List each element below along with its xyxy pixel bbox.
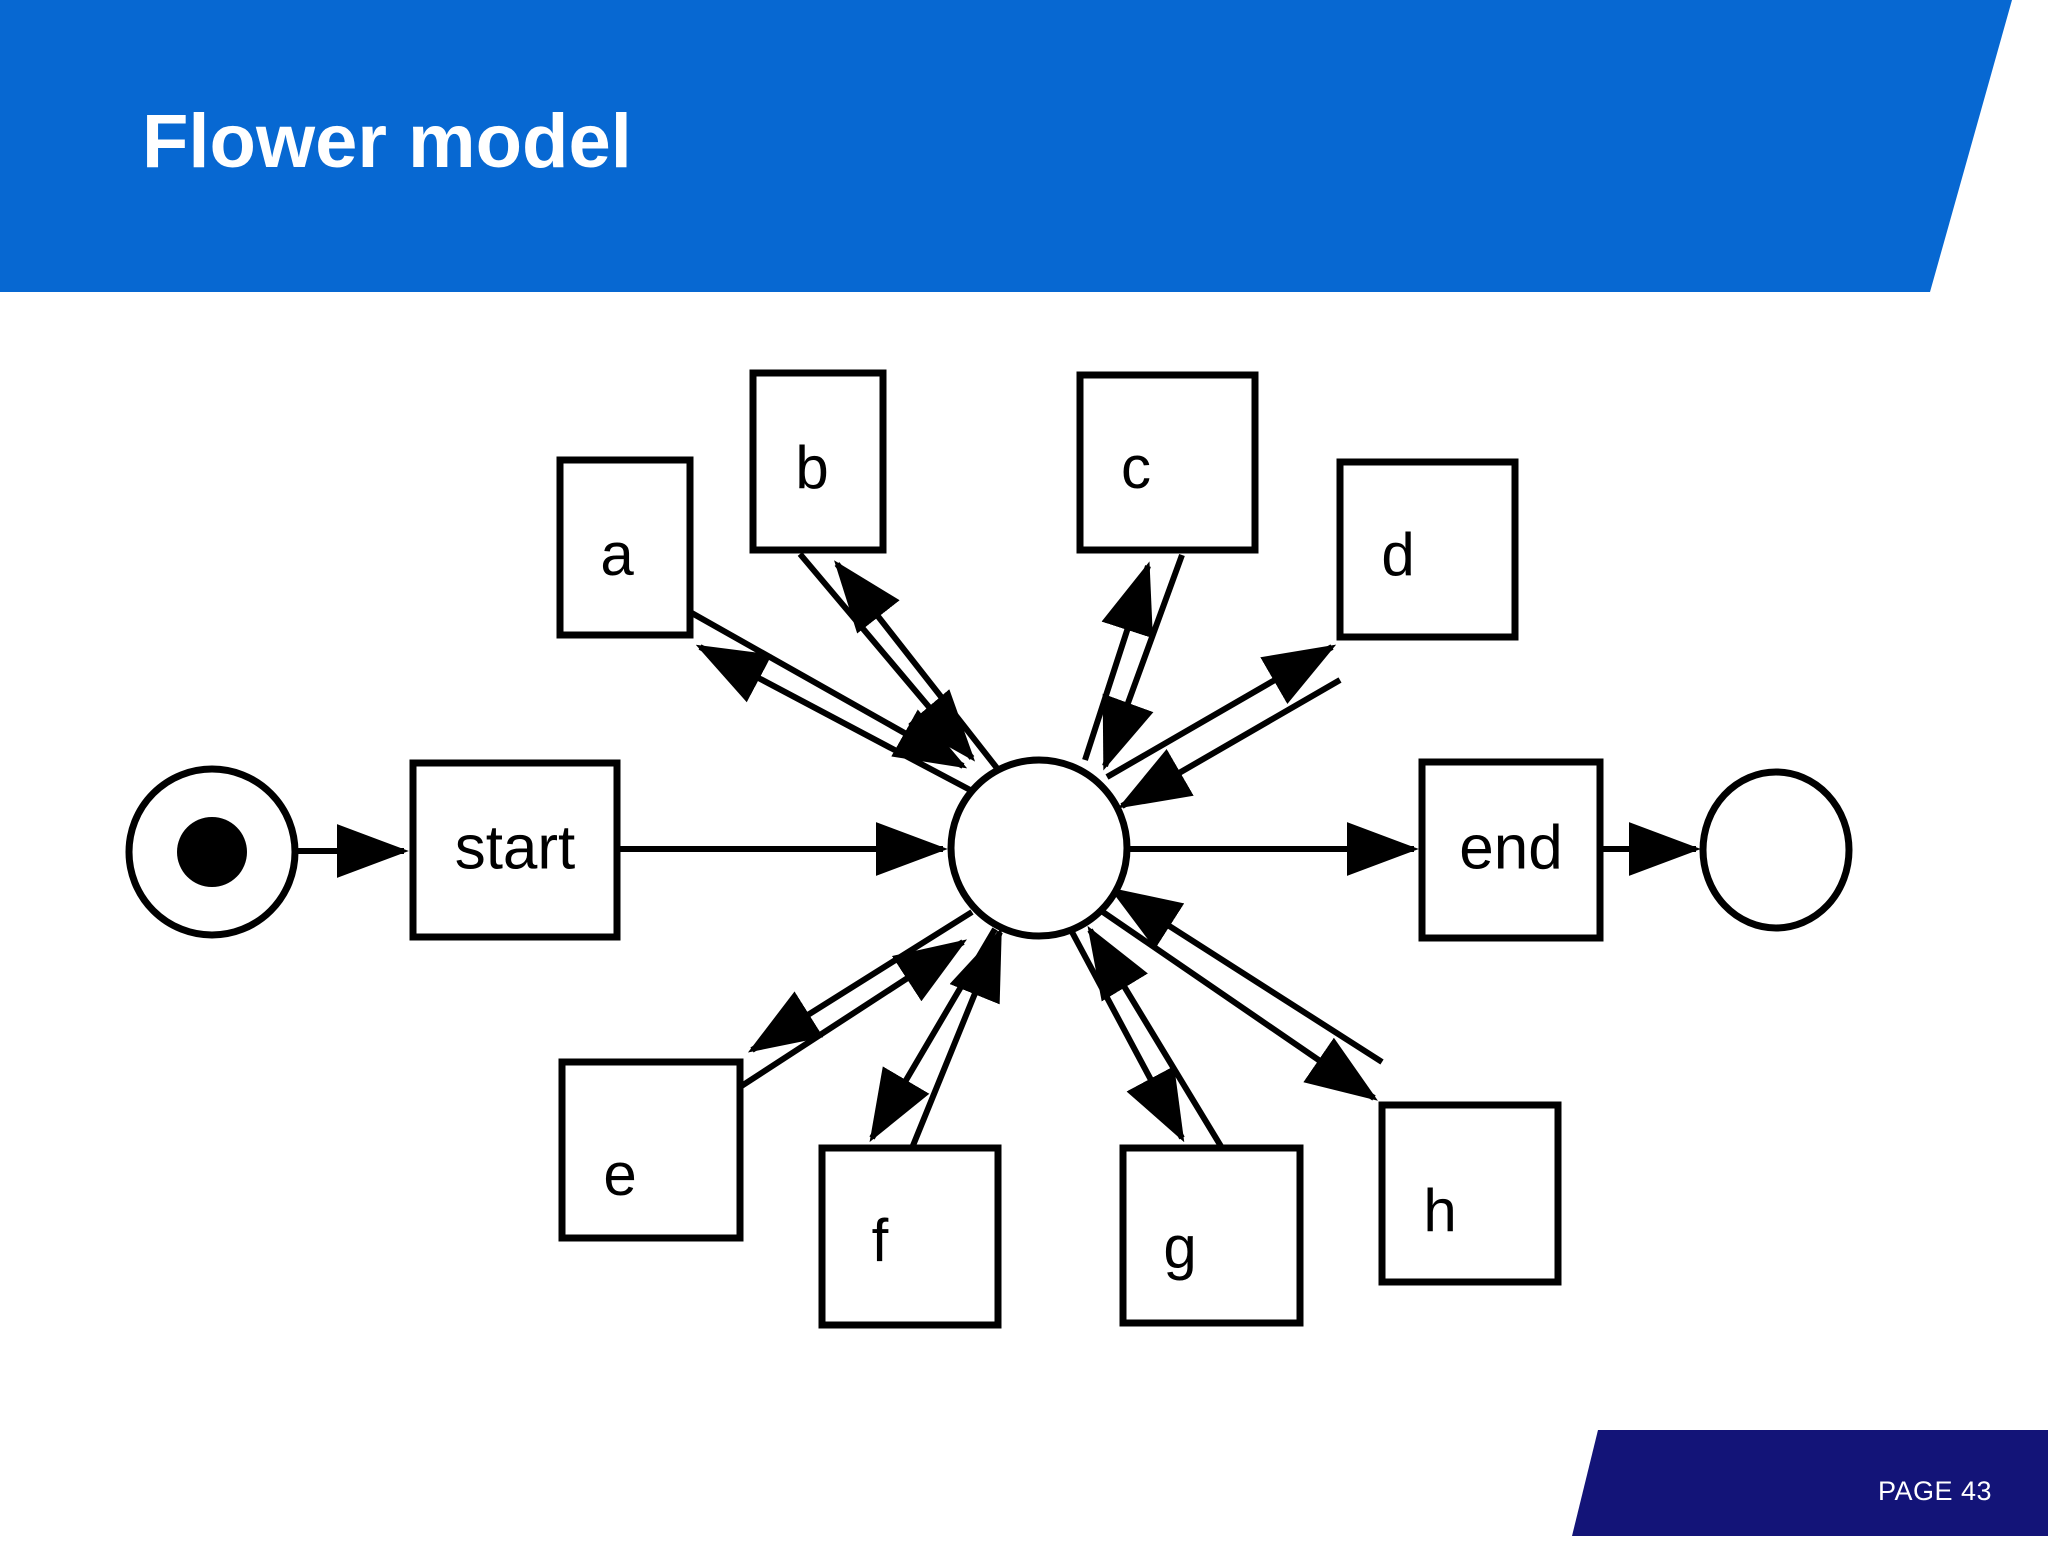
transition-start-box[interactable]: [409, 759, 621, 941]
transition-h-label: h: [1423, 1177, 1456, 1244]
arc-pair-c: [1082, 553, 1185, 771]
arc-center-to-c: [1102, 553, 1185, 771]
transition-h[interactable]: h: [1378, 1101, 1562, 1286]
transition-f[interactable]: f: [818, 1144, 1002, 1329]
transition-e-label: e: [603, 1141, 636, 1208]
arc-pair-d: [1105, 644, 1342, 809]
transition-c[interactable]: c: [1076, 371, 1259, 554]
place-source[interactable]: [125, 765, 299, 939]
arc-b-to-center: [797, 552, 976, 762]
transition-end-box[interactable]: [1418, 758, 1604, 942]
arc-center-to-g: [1069, 930, 1185, 1143]
arc-center-to-a: [695, 644, 976, 795]
flower-model-diagram: start a b c d e: [0, 292, 2048, 1442]
transition-a[interactable]: a: [556, 456, 694, 639]
header-parallelogram: [0, 0, 2012, 292]
transition-b[interactable]: b: [749, 369, 887, 554]
transition-d-box[interactable]: [1336, 458, 1519, 641]
transition-e-box[interactable]: [558, 1058, 744, 1242]
center-place-circle[interactable]: [947, 756, 1131, 940]
arc-pair-a: [688, 609, 976, 795]
transition-b-box[interactable]: [749, 369, 887, 554]
arc-f-to-center: [909, 927, 1003, 1150]
transition-start-label: start: [455, 813, 576, 882]
arc-pair-f: [869, 927, 1003, 1150]
transition-g-label: g: [1163, 1214, 1196, 1281]
transition-e[interactable]: e: [558, 1058, 744, 1242]
arc-pair-g: [1069, 925, 1225, 1150]
arc-pair-h: [1098, 887, 1384, 1101]
arc-center-to-h: [1098, 907, 1378, 1101]
transition-d[interactable]: d: [1336, 458, 1519, 641]
transition-g-box[interactable]: [1119, 1144, 1304, 1327]
arc-pair-e: [738, 909, 974, 1090]
transition-c-box[interactable]: [1076, 371, 1259, 554]
footer-parallelogram: [1572, 1430, 2048, 1536]
arc-g-to-center: [1087, 925, 1225, 1150]
transition-end[interactable]: end: [1418, 758, 1604, 942]
transition-g[interactable]: g: [1119, 1144, 1304, 1327]
transition-a-box[interactable]: [556, 456, 694, 639]
page-title: Flower model: [142, 99, 632, 184]
header-shape: [0, 0, 2012, 292]
arc-group-linear: [296, 822, 1701, 878]
transition-end-label: end: [1459, 813, 1562, 882]
sink-place-circle[interactable]: [1699, 768, 1853, 932]
arc-e-to-center: [738, 939, 968, 1090]
transition-h-box[interactable]: [1378, 1101, 1562, 1286]
slide-header: Flower model: [0, 0, 2048, 292]
transition-f-box[interactable]: [818, 1144, 1002, 1329]
transition-b-label: b: [795, 434, 828, 501]
arc-pair-b: [797, 552, 1003, 774]
token-dot-icon: [177, 817, 247, 887]
arc-d-to-center: [1117, 677, 1342, 809]
arc-center-to-e: [747, 909, 974, 1053]
arc-h-to-center: [1108, 887, 1384, 1065]
transition-a-label: a: [600, 521, 634, 588]
arc-a-to-center: [688, 609, 968, 769]
transition-start[interactable]: start: [409, 759, 621, 941]
footer-shape: [1572, 1430, 2048, 1536]
slide-footer: PAGE 43: [1560, 1430, 2048, 1536]
transition-d-label: d: [1381, 521, 1414, 588]
transition-c-label: c: [1121, 434, 1151, 501]
petri-net-svg: start a b c d e: [125, 369, 1853, 1329]
page-number-label: PAGE 43: [1877, 1476, 1992, 1506]
arc-c-to-center-in: [1082, 561, 1153, 761]
transition-f-label: f: [872, 1207, 889, 1274]
